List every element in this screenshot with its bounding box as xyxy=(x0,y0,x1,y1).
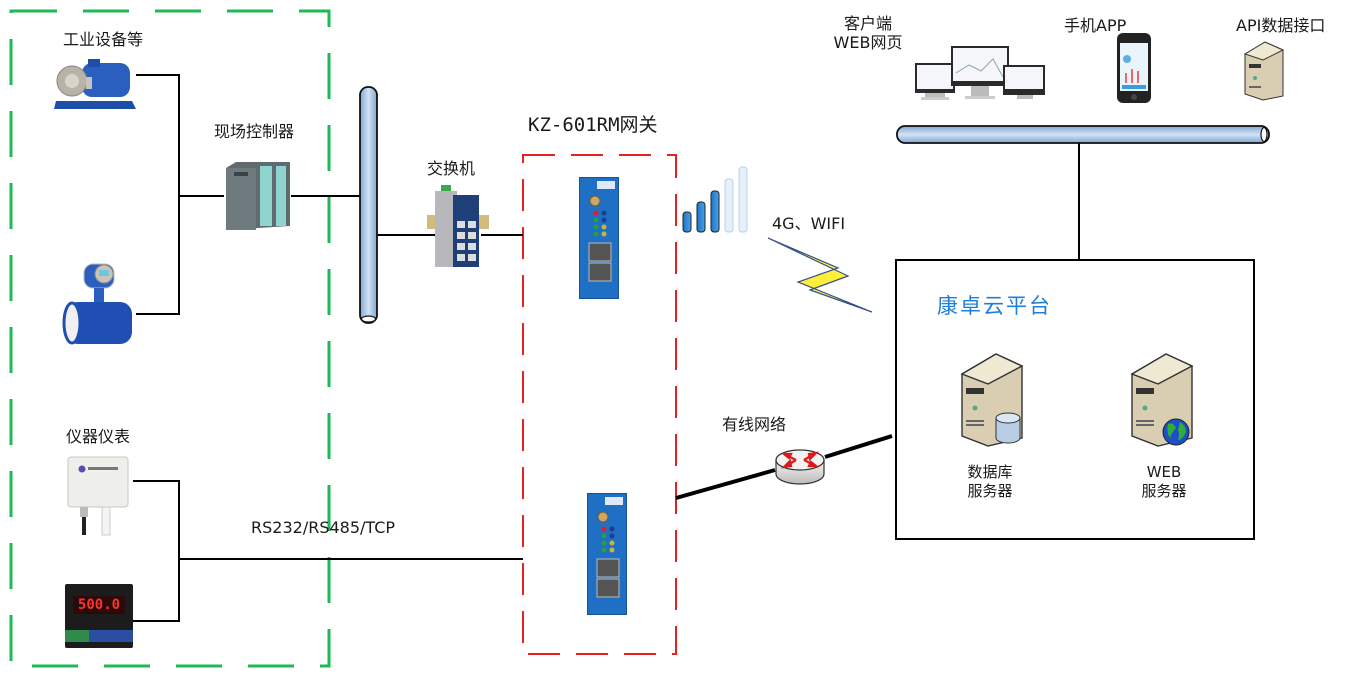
wired-network-label: 有线网络 xyxy=(722,415,787,434)
api-label: API数据接口 xyxy=(1236,16,1326,35)
cloud-platform-title: 康卓云平台 xyxy=(937,294,1052,318)
field-bus xyxy=(359,86,378,324)
client-web-label: 客户端 WEB网页 xyxy=(826,14,910,52)
mobile-app-label: 手机APP xyxy=(1064,16,1127,35)
client-web-label-line2: WEB网页 xyxy=(833,33,903,52)
web-server-label-line1: WEB xyxy=(1146,463,1182,481)
ethernet-switch-icon xyxy=(427,185,489,267)
client-web-label-line1: 客户端 xyxy=(843,14,892,33)
db-server-label: 数据库 服务器 xyxy=(950,463,1030,501)
plc-controller-icon xyxy=(226,162,290,230)
db-server-label-line2: 服务器 xyxy=(967,482,1013,500)
router-icon xyxy=(775,449,825,485)
cloud-platform-box xyxy=(895,259,1255,540)
web-server-icon xyxy=(1130,353,1194,447)
web-server-label: WEB 服务器 xyxy=(1124,463,1204,501)
serial-protocols-label: RS232/RS485/TCP xyxy=(251,518,396,537)
client-monitors-icon xyxy=(915,46,1045,100)
switch-label: 交换机 xyxy=(427,159,476,178)
equipment-wiring xyxy=(136,74,523,315)
gateway-group-frame xyxy=(522,154,677,655)
wireless-lightning-icon xyxy=(767,237,873,313)
field-group-frame xyxy=(9,9,331,668)
wired-link xyxy=(675,434,893,500)
cloud-bus xyxy=(896,125,1270,260)
database-server-icon xyxy=(960,353,1024,447)
api-server-icon xyxy=(1243,41,1285,101)
gateway-device-wireless-icon xyxy=(579,177,619,299)
panel-meter-icon: 500.0 xyxy=(65,584,133,648)
industrial-equipment-label: 工业设备等 xyxy=(63,30,144,49)
instruments-label: 仪器仪表 xyxy=(66,427,131,446)
web-server-label-line2: 服务器 xyxy=(1141,482,1187,500)
panel-meter-readout: 500.0 xyxy=(73,596,125,614)
field-controller-label: 现场控制器 xyxy=(214,122,295,141)
gateway-label: KZ-601RM网关 xyxy=(528,114,658,136)
humidity-sensor-icon xyxy=(67,456,129,536)
signal-strength-icon xyxy=(682,166,748,233)
instrument-wiring xyxy=(133,480,523,622)
pump-icon xyxy=(54,59,136,109)
gateway-device-wired-icon xyxy=(587,493,627,615)
smartphone-icon xyxy=(1117,33,1151,103)
wireless-label: 4G、WIFI xyxy=(772,214,846,233)
db-server-label-line1: 数据库 xyxy=(967,463,1013,481)
flow-meter-icon xyxy=(62,263,132,345)
